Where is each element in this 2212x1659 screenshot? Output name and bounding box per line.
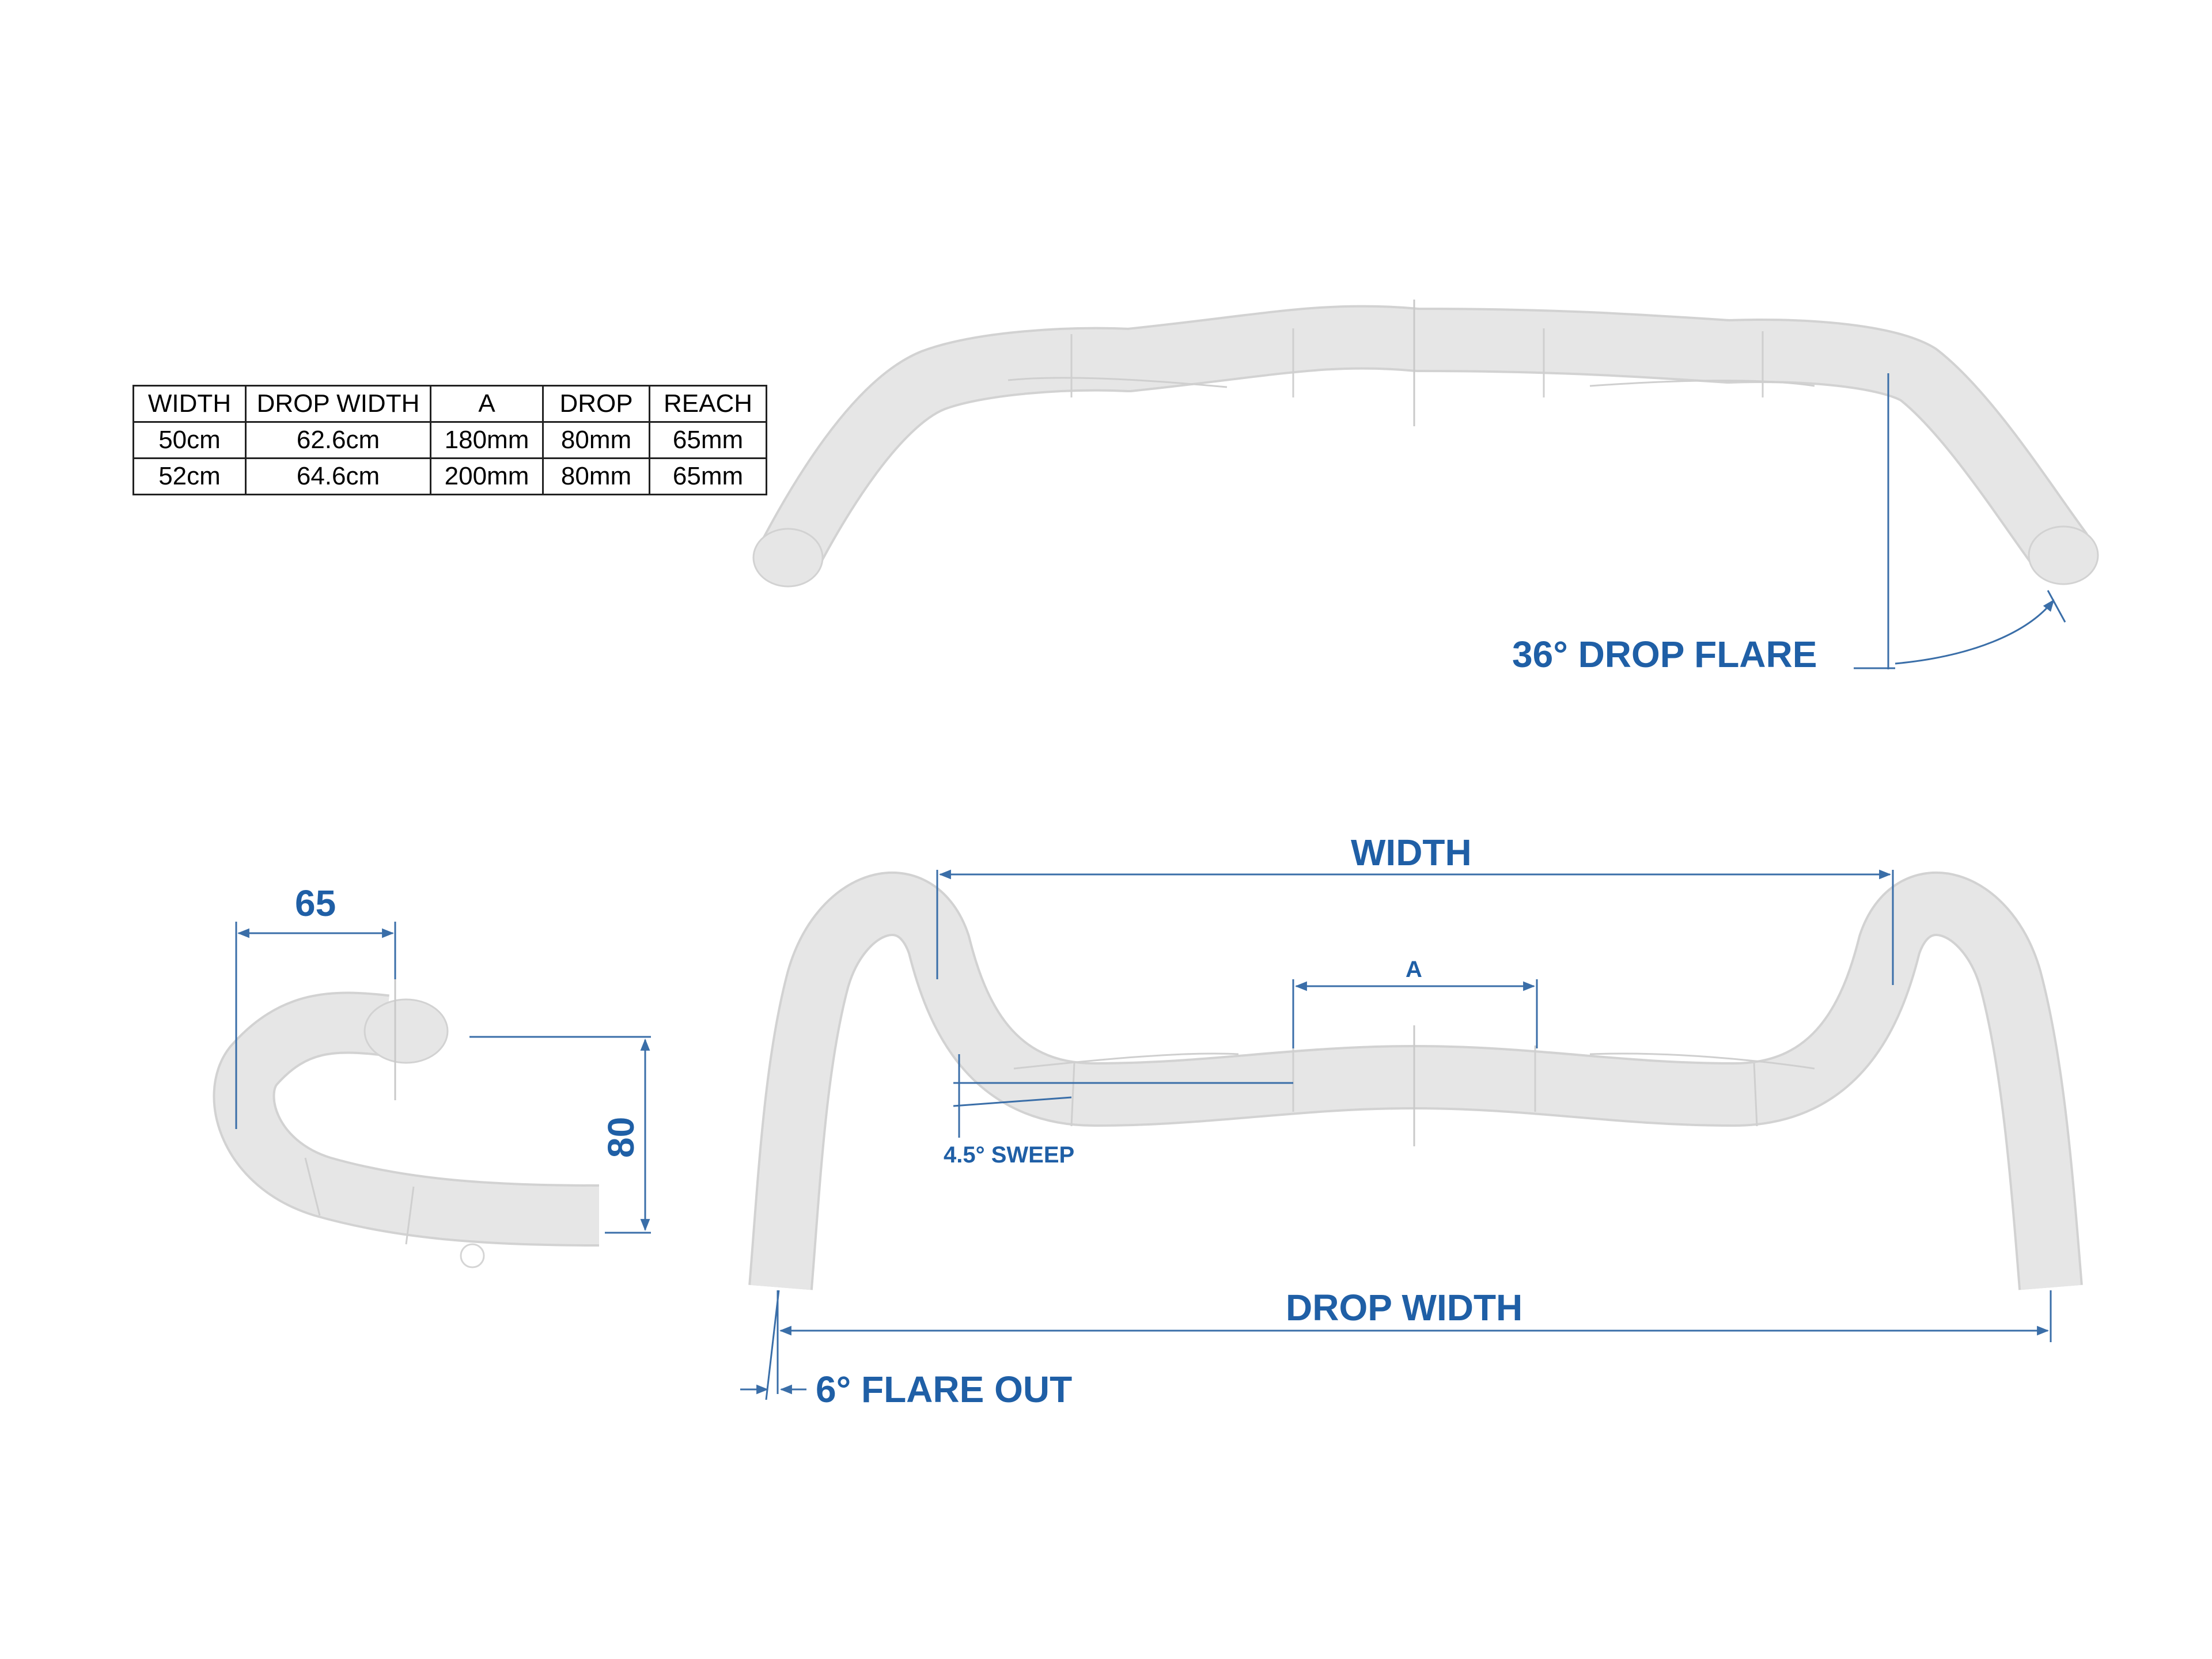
header-drop-width: DROP WIDTH [245, 385, 431, 423]
flare-out-dimension: 6° FLARE OUT [740, 1290, 1072, 1410]
width-dimension: WIDTH [936, 832, 1894, 985]
reach-value-label: 65 [295, 882, 336, 924]
front-view-handlebar [752, 300, 2099, 588]
drop-flare-dimension: 36° DROP FLARE [1512, 373, 2066, 675]
cell-width: 50cm [132, 421, 247, 459]
sweep-label: 4.5° SWEEP [944, 1142, 1074, 1168]
cell-a: 180mm [430, 421, 544, 459]
cell-reach: 65mm [649, 421, 767, 459]
side-view-handlebar: 65 80 [213, 882, 651, 1268]
cell-reach: 65mm [649, 457, 767, 495]
drop-value-label: 80 [600, 1117, 642, 1158]
table-row: 52cm 64.6cm 200mm 80mm 65mm [132, 457, 767, 495]
header-reach: REACH [649, 385, 767, 423]
header-width: WIDTH [132, 385, 247, 423]
cell-drop: 80mm [542, 421, 650, 459]
a-label: A [1406, 957, 1422, 982]
drop-width-dimension: DROP WIDTH [777, 1287, 2052, 1394]
cell-drop-width: 62.6cm [245, 421, 431, 459]
cell-drop: 80mm [542, 457, 650, 495]
drop-width-label: DROP WIDTH [1286, 1287, 1522, 1328]
cell-drop-width: 64.6cm [245, 457, 431, 495]
cell-width: 52cm [132, 457, 247, 495]
table-row: 50cm 62.6cm 180mm 80mm 65mm [132, 421, 767, 459]
top-view-handlebar [748, 872, 2083, 1290]
a-dimension: A [1292, 957, 1538, 1048]
spec-table: WIDTH DROP WIDTH A DROP REACH 50cm 62.6c… [132, 385, 767, 495]
header-a: A [430, 385, 544, 423]
header-drop: DROP [542, 385, 650, 423]
width-label: WIDTH [1351, 832, 1472, 873]
table-header-row: WIDTH DROP WIDTH A DROP REACH [132, 385, 767, 423]
cell-a: 200mm [430, 457, 544, 495]
drop-flare-label: 36° DROP FLARE [1512, 634, 1817, 675]
flare-out-label: 6° FLARE OUT [816, 1369, 1072, 1410]
sweep-dimension: 4.5° SWEEP [944, 1054, 1293, 1168]
